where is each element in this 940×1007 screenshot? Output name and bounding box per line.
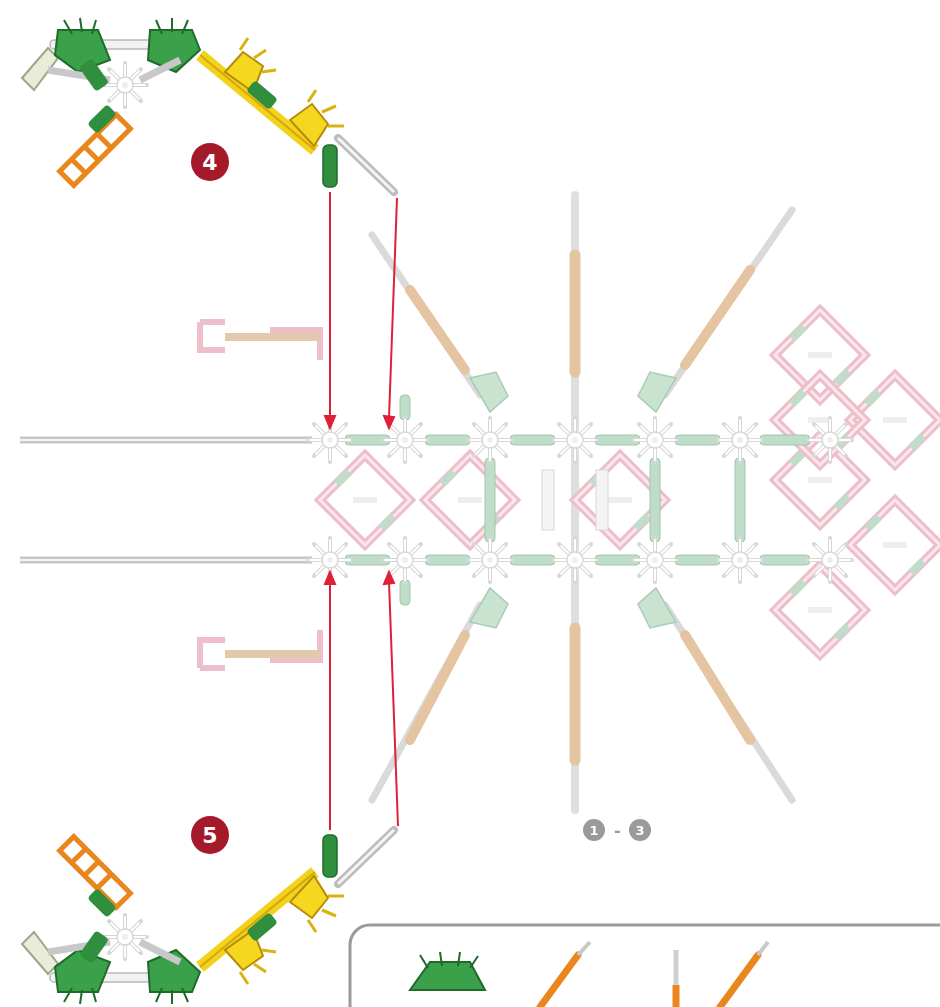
step-range-number: 1 [583, 819, 605, 841]
step-range-number: 3 [629, 819, 651, 841]
central-assembly [20, 195, 940, 810]
subassembly-bottom [22, 830, 394, 1004]
step-range-dash: - [613, 821, 622, 840]
callout-number: 4 [191, 143, 229, 181]
placement-arrows [325, 192, 398, 830]
callout-number: 5 [191, 816, 229, 854]
parts-box [350, 925, 940, 1007]
subassembly-top [22, 18, 394, 192]
